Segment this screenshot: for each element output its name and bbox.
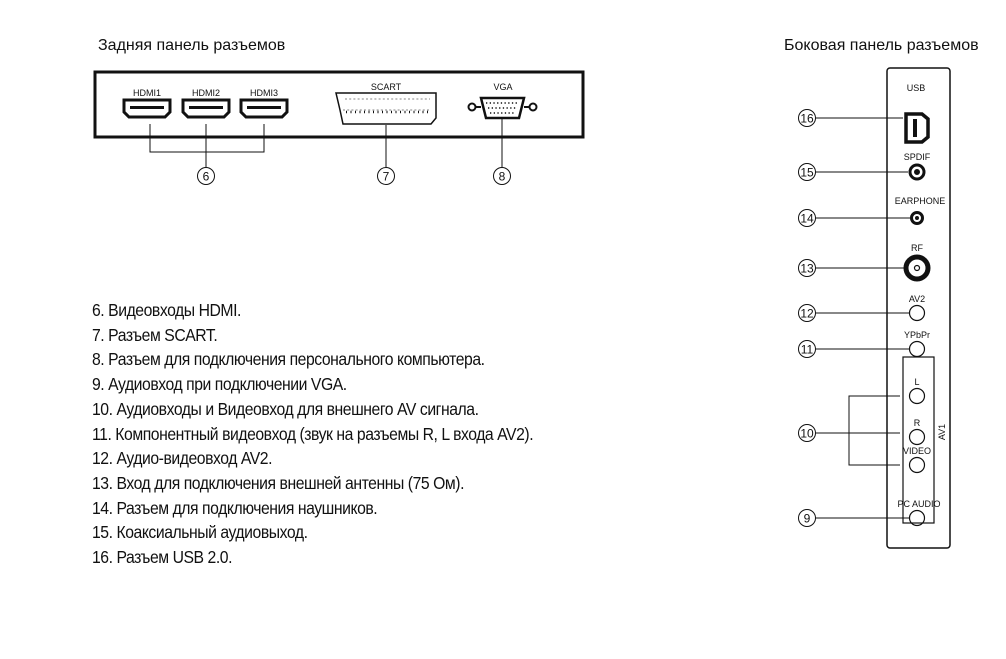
callout-16: 16	[800, 112, 814, 126]
av1-video-label: VIDEO	[903, 446, 931, 456]
spdif-jack	[908, 163, 926, 181]
usb-port	[904, 112, 930, 144]
side-panel	[798, 67, 951, 549]
av1-video-jack	[908, 456, 926, 474]
rf-jack	[903, 254, 931, 282]
pc-audio-label: PC AUDIO	[897, 499, 940, 509]
hdmi1-label: HDMI1	[133, 88, 161, 98]
callout-6: 6	[203, 170, 210, 184]
av1-r-jack	[908, 428, 926, 446]
legend-item: 8. Разъем для подключения персонального …	[92, 349, 485, 370]
pc-audio-jack	[908, 509, 926, 527]
av1-r-label: R	[914, 418, 921, 428]
hdmi2-label: HDMI2	[192, 88, 220, 98]
av2-label: AV2	[909, 294, 925, 304]
callout-14: 14	[800, 212, 814, 226]
legend-item: 14. Разъем для подключения наушников.	[92, 497, 378, 518]
callout-9: 9	[804, 512, 811, 526]
spdif-label: SPDIF	[904, 152, 931, 162]
rf-label: RF	[911, 243, 923, 253]
legend-item: 15. Коаксиальный аудиовыход.	[92, 522, 308, 543]
av1-label: AV1	[937, 424, 947, 440]
callout-11: 11	[801, 343, 814, 357]
callout-12: 12	[800, 307, 814, 321]
av1-group	[902, 356, 935, 524]
av1-l-label: L	[914, 377, 919, 387]
callout-8: 8	[499, 170, 506, 184]
callout-10: 10	[800, 427, 814, 441]
scart-port	[335, 92, 437, 125]
av2-jack	[908, 304, 926, 322]
vga-label: VGA	[493, 82, 512, 92]
legend-item: 13. Вход для подключения внешней антенны…	[92, 472, 465, 493]
earphone-label: EARPHONE	[895, 196, 946, 206]
scart-label: SCART	[371, 82, 402, 92]
legend-item: 12. Аудио-видеовход AV2.	[92, 448, 273, 469]
hdmi2-port	[181, 98, 231, 119]
hdmi3-port	[239, 98, 289, 119]
callout-15: 15	[800, 166, 814, 180]
usb-label: USB	[907, 83, 926, 93]
legend-item: 9. Аудиовход при подключении VGA.	[92, 374, 347, 395]
legend-item: 6. Видеовходы HDMI.	[92, 300, 241, 320]
earphone-jack	[910, 211, 924, 225]
side-panel-title: Боковая панель разъемов	[784, 37, 979, 54]
callout-7: 7	[383, 170, 390, 184]
vga-port	[467, 96, 538, 120]
hdmi1-port	[122, 98, 172, 119]
av1-l-jack	[908, 387, 926, 405]
legend-item: 10. Аудиовходы и Видеовход для внешнего …	[92, 398, 479, 419]
legend-item: 7. Разъем SCART.	[92, 324, 218, 345]
rear-panel	[93, 70, 585, 185]
callout-13: 13	[800, 262, 814, 276]
rear-panel-title: Задняя панель разъемов	[98, 37, 285, 54]
legend-item: 11. Компонентный видеовход (звук на разъ…	[92, 423, 534, 444]
hdmi3-label: HDMI3	[250, 88, 278, 98]
legend-item: 16. Разъем USB 2.0.	[92, 547, 233, 568]
ypbpr-label: YPbPr	[904, 330, 930, 340]
connector-legend: 6. Видеовходы HDMI. 7. Разъем SCART. 8. …	[92, 298, 582, 570]
ypbpr-jack	[908, 340, 926, 358]
